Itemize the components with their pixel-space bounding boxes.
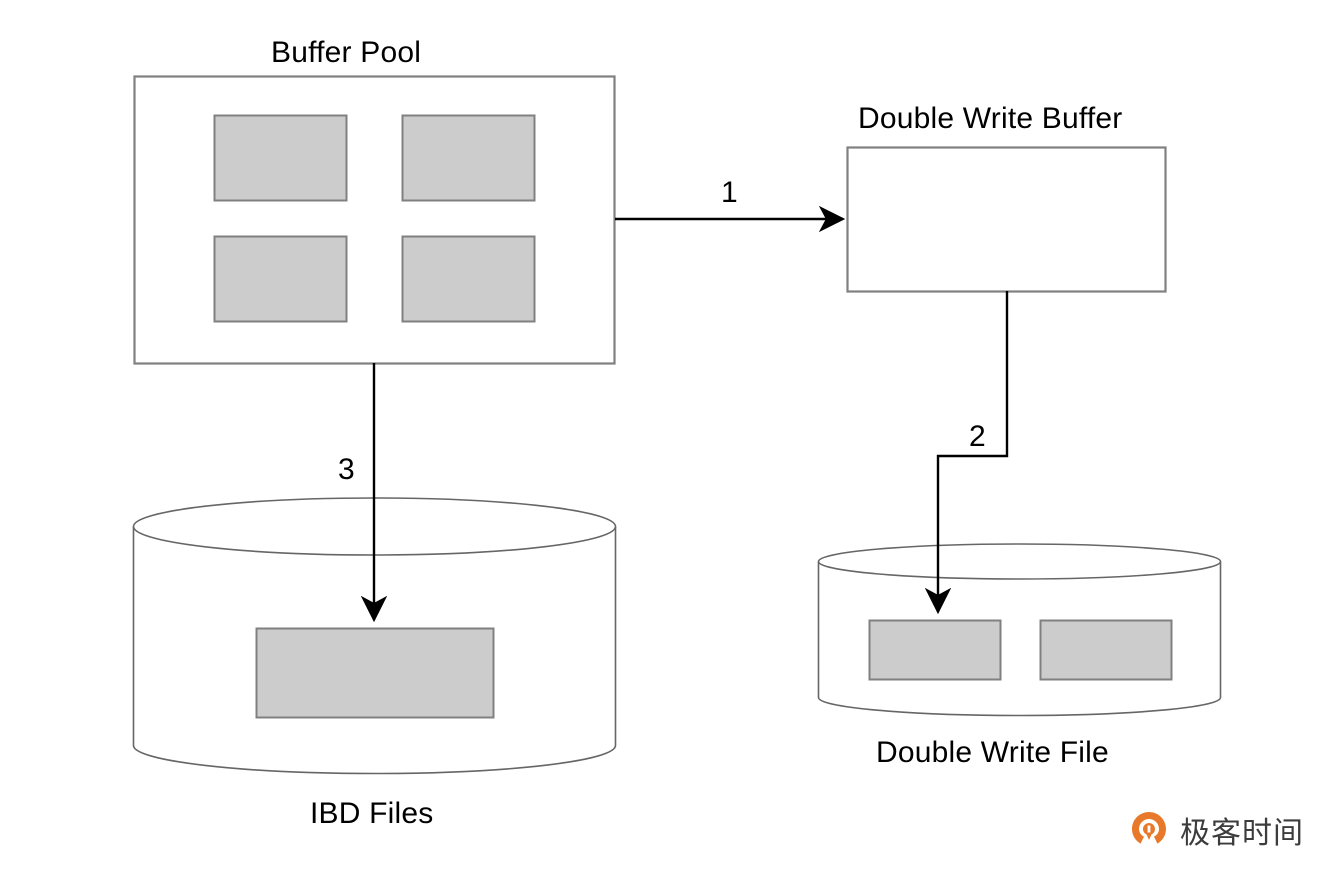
buffer-pool-page-3	[213, 235, 348, 323]
double-write-file-page-1	[868, 619, 1002, 681]
edge-3-label: 3	[338, 453, 355, 486]
buffer-pool-node	[133, 75, 616, 365]
double-write-buffer-node	[846, 146, 1167, 293]
double-write-buffer-box	[846, 146, 1167, 293]
edge-1-label: 1	[721, 176, 738, 209]
buffer-pool-page-4	[401, 235, 536, 323]
double-write-buffer-title: Double Write Buffer	[858, 102, 1123, 135]
buffer-pool-page-1	[213, 114, 348, 202]
geektime-logo-icon	[1132, 812, 1166, 844]
edge-2-label: 2	[969, 420, 986, 453]
ibd-files-page-1	[255, 627, 495, 719]
double-write-file-title: Double Write File	[876, 736, 1109, 769]
double-write-file-page-2	[1039, 619, 1173, 681]
ibd-files-title: IBD Files	[310, 797, 434, 830]
buffer-pool-page-2	[401, 114, 536, 202]
watermark: 极客时间	[1128, 808, 1304, 852]
edge-2-arrow	[924, 291, 1009, 615]
double-write-file-node	[817, 543, 1222, 717]
buffer-pool-title: Buffer Pool	[271, 36, 422, 69]
buffer-pool-box	[133, 75, 616, 365]
double-write-file-cylinder-top	[817, 543, 1222, 580]
watermark-text: 极客时间	[1180, 816, 1304, 851]
